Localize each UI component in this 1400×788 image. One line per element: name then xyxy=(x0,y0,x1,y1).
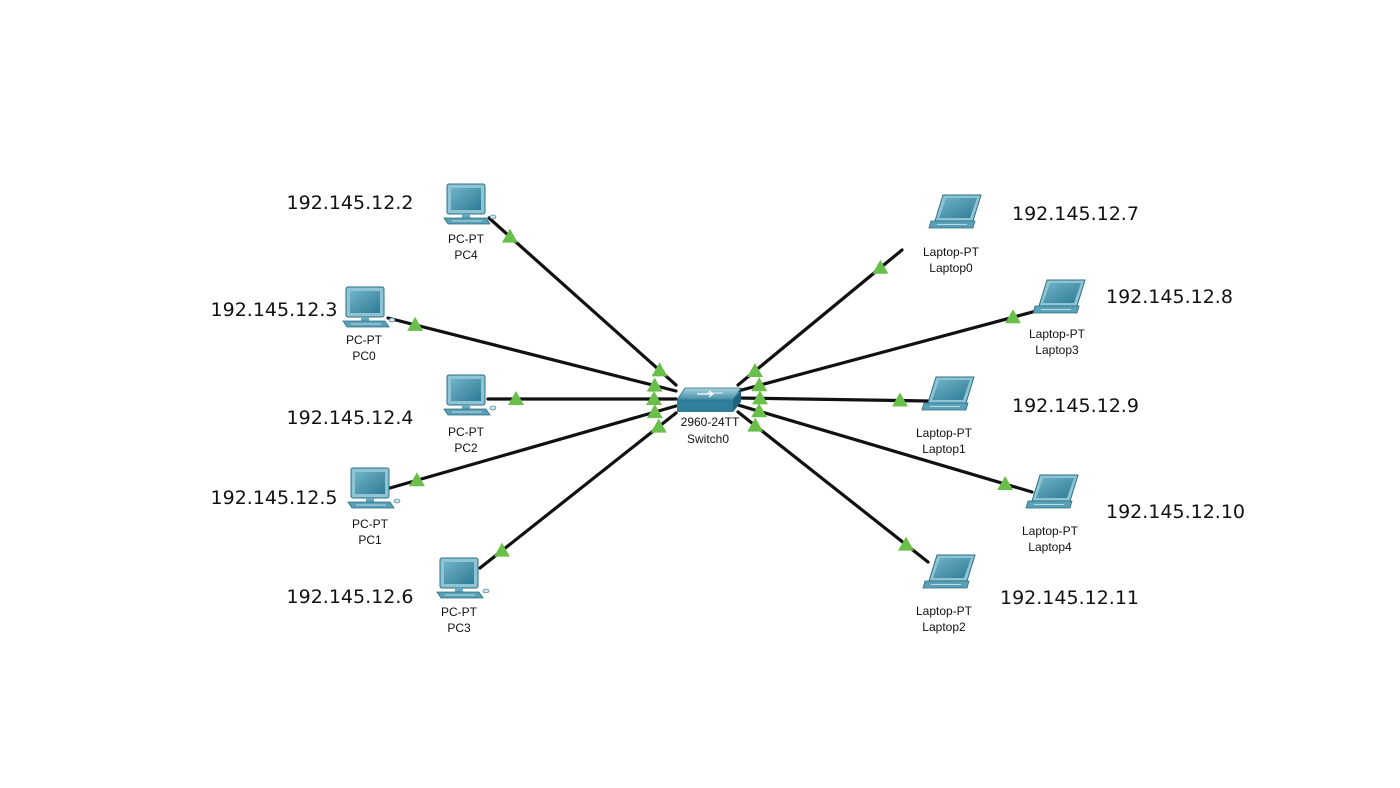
device-type-label: Laptop-PT xyxy=(916,604,973,618)
devices-layer: PC-PT PC4 192.145.12.2PC-PT PC0 192.145.12.3… xyxy=(211,183,1245,635)
ip-address-label: 192.145.12.7 xyxy=(1012,203,1139,225)
device-type-label: Laptop-PT xyxy=(1022,524,1079,538)
laptop-icon xyxy=(928,194,982,229)
link-status-device-laptop0 xyxy=(872,259,889,274)
laptop-icon xyxy=(922,554,976,589)
device-type-label: PC-PT xyxy=(448,425,485,439)
device-type-label: Laptop-PT xyxy=(1029,327,1086,341)
device-type-label: Laptop-PT xyxy=(916,426,973,440)
device-pc3[interactable]: PC-PT PC3 192.145.12.6 xyxy=(287,557,490,635)
desktop-pc-icon xyxy=(436,557,490,599)
ip-address-label: 192.145.12.5 xyxy=(211,487,338,509)
link-status-switch-pc2 xyxy=(646,391,662,405)
device-laptop1[interactable]: Laptop-PT Laptop1 192.145.12.9 xyxy=(916,376,1139,456)
device-name-label: PC0 xyxy=(352,349,376,363)
ip-address-label: 192.145.12.6 xyxy=(287,586,414,608)
link-status-switch-laptop1 xyxy=(751,390,768,405)
device-name-label: PC2 xyxy=(454,441,478,455)
device-laptop3[interactable]: Laptop-PT Laptop3 192.145.12.8 xyxy=(1029,279,1233,357)
link-status-switch-laptop2 xyxy=(747,417,764,432)
device-type-label: PC-PT xyxy=(352,517,389,531)
ip-address-label: 192.145.12.2 xyxy=(287,192,414,214)
device-pc4[interactable]: PC-PT PC4 192.145.12.2 xyxy=(287,183,497,262)
link-status-layer xyxy=(407,228,1021,557)
device-name-label: Laptop2 xyxy=(922,620,966,634)
laptop-icon xyxy=(1032,279,1086,314)
link-status-switch-pc3 xyxy=(650,418,667,433)
link-laptop4[interactable] xyxy=(736,403,1034,494)
device-type-label: PC-PT xyxy=(448,232,485,246)
device-name-label: Laptop4 xyxy=(1028,540,1072,554)
switch-icon xyxy=(676,387,742,412)
link-laptop2[interactable] xyxy=(736,410,930,564)
device-type-label: PC-PT xyxy=(346,333,383,347)
device-name-label: PC4 xyxy=(454,248,478,262)
link-pc1[interactable] xyxy=(388,404,678,490)
laptop-icon xyxy=(921,376,975,411)
device-name-label: Laptop3 xyxy=(1035,343,1079,357)
desktop-pc-icon xyxy=(347,467,401,509)
link-status-device-pc3 xyxy=(493,542,510,557)
ip-address-label: 192.145.12.4 xyxy=(287,407,414,429)
desktop-pc-icon xyxy=(342,286,396,328)
device-type-label: PC-PT xyxy=(441,605,478,619)
device-laptop0[interactable]: Laptop-PT Laptop0 192.145.12.7 xyxy=(923,194,1139,275)
link-status-device-pc2 xyxy=(508,391,524,405)
device-type-label: Laptop-PT xyxy=(923,245,980,259)
link-pc3[interactable] xyxy=(478,411,678,570)
device-name-label: Laptop1 xyxy=(922,442,966,456)
device-pc0[interactable]: PC-PT PC0 192.145.12.3 xyxy=(211,286,396,363)
ip-address-label: 192.145.12.3 xyxy=(211,299,338,321)
desktop-pc-icon xyxy=(443,183,497,225)
link-laptop3[interactable] xyxy=(736,308,1042,393)
link-status-switch-pc4 xyxy=(651,362,668,377)
link-status-device-laptop1 xyxy=(892,392,909,407)
device-laptop2[interactable]: Laptop-PT Laptop2 192.145.12.11 xyxy=(916,554,1139,634)
ip-address-label: 192.145.12.11 xyxy=(1000,587,1139,609)
switch-model-label: 2960-24TT xyxy=(681,415,740,429)
link-pc0[interactable] xyxy=(386,316,678,393)
device-name-label: Laptop0 xyxy=(929,261,973,275)
link-status-device-laptop2 xyxy=(898,536,915,551)
link-status-device-pc0 xyxy=(407,316,424,331)
link-status-device-pc4 xyxy=(501,228,518,243)
link-status-switch-pc0 xyxy=(646,377,663,392)
link-status-switch-pc1 xyxy=(646,404,663,419)
link-status-switch-laptop4 xyxy=(751,403,768,418)
desktop-pc-icon xyxy=(443,374,497,416)
ip-address-label: 192.145.12.9 xyxy=(1012,395,1139,417)
switch-name-label: Switch0 xyxy=(687,432,729,446)
device-pc2[interactable]: PC-PT PC2 192.145.12.4 xyxy=(287,374,497,455)
link-status-switch-laptop0 xyxy=(746,363,763,378)
device-laptop4[interactable]: Laptop-PT Laptop4 192.145.12.10 xyxy=(1022,474,1245,554)
link-status-switch-laptop3 xyxy=(751,377,768,392)
ip-address-label: 192.145.12.8 xyxy=(1106,286,1233,308)
switch-node[interactable]: 2960-24TT Switch0 xyxy=(676,387,742,446)
link-status-device-laptop4 xyxy=(997,476,1014,491)
device-pc1[interactable]: PC-PT PC1 192.145.12.5 xyxy=(211,467,401,547)
link-status-device-laptop3 xyxy=(1004,309,1021,324)
link-status-device-pc1 xyxy=(408,472,425,487)
link-pc4[interactable] xyxy=(487,216,678,387)
device-name-label: PC3 xyxy=(447,621,471,635)
laptop-icon xyxy=(1025,474,1079,509)
ip-address-label: 192.145.12.10 xyxy=(1106,501,1245,523)
device-name-label: PC1 xyxy=(358,533,382,547)
